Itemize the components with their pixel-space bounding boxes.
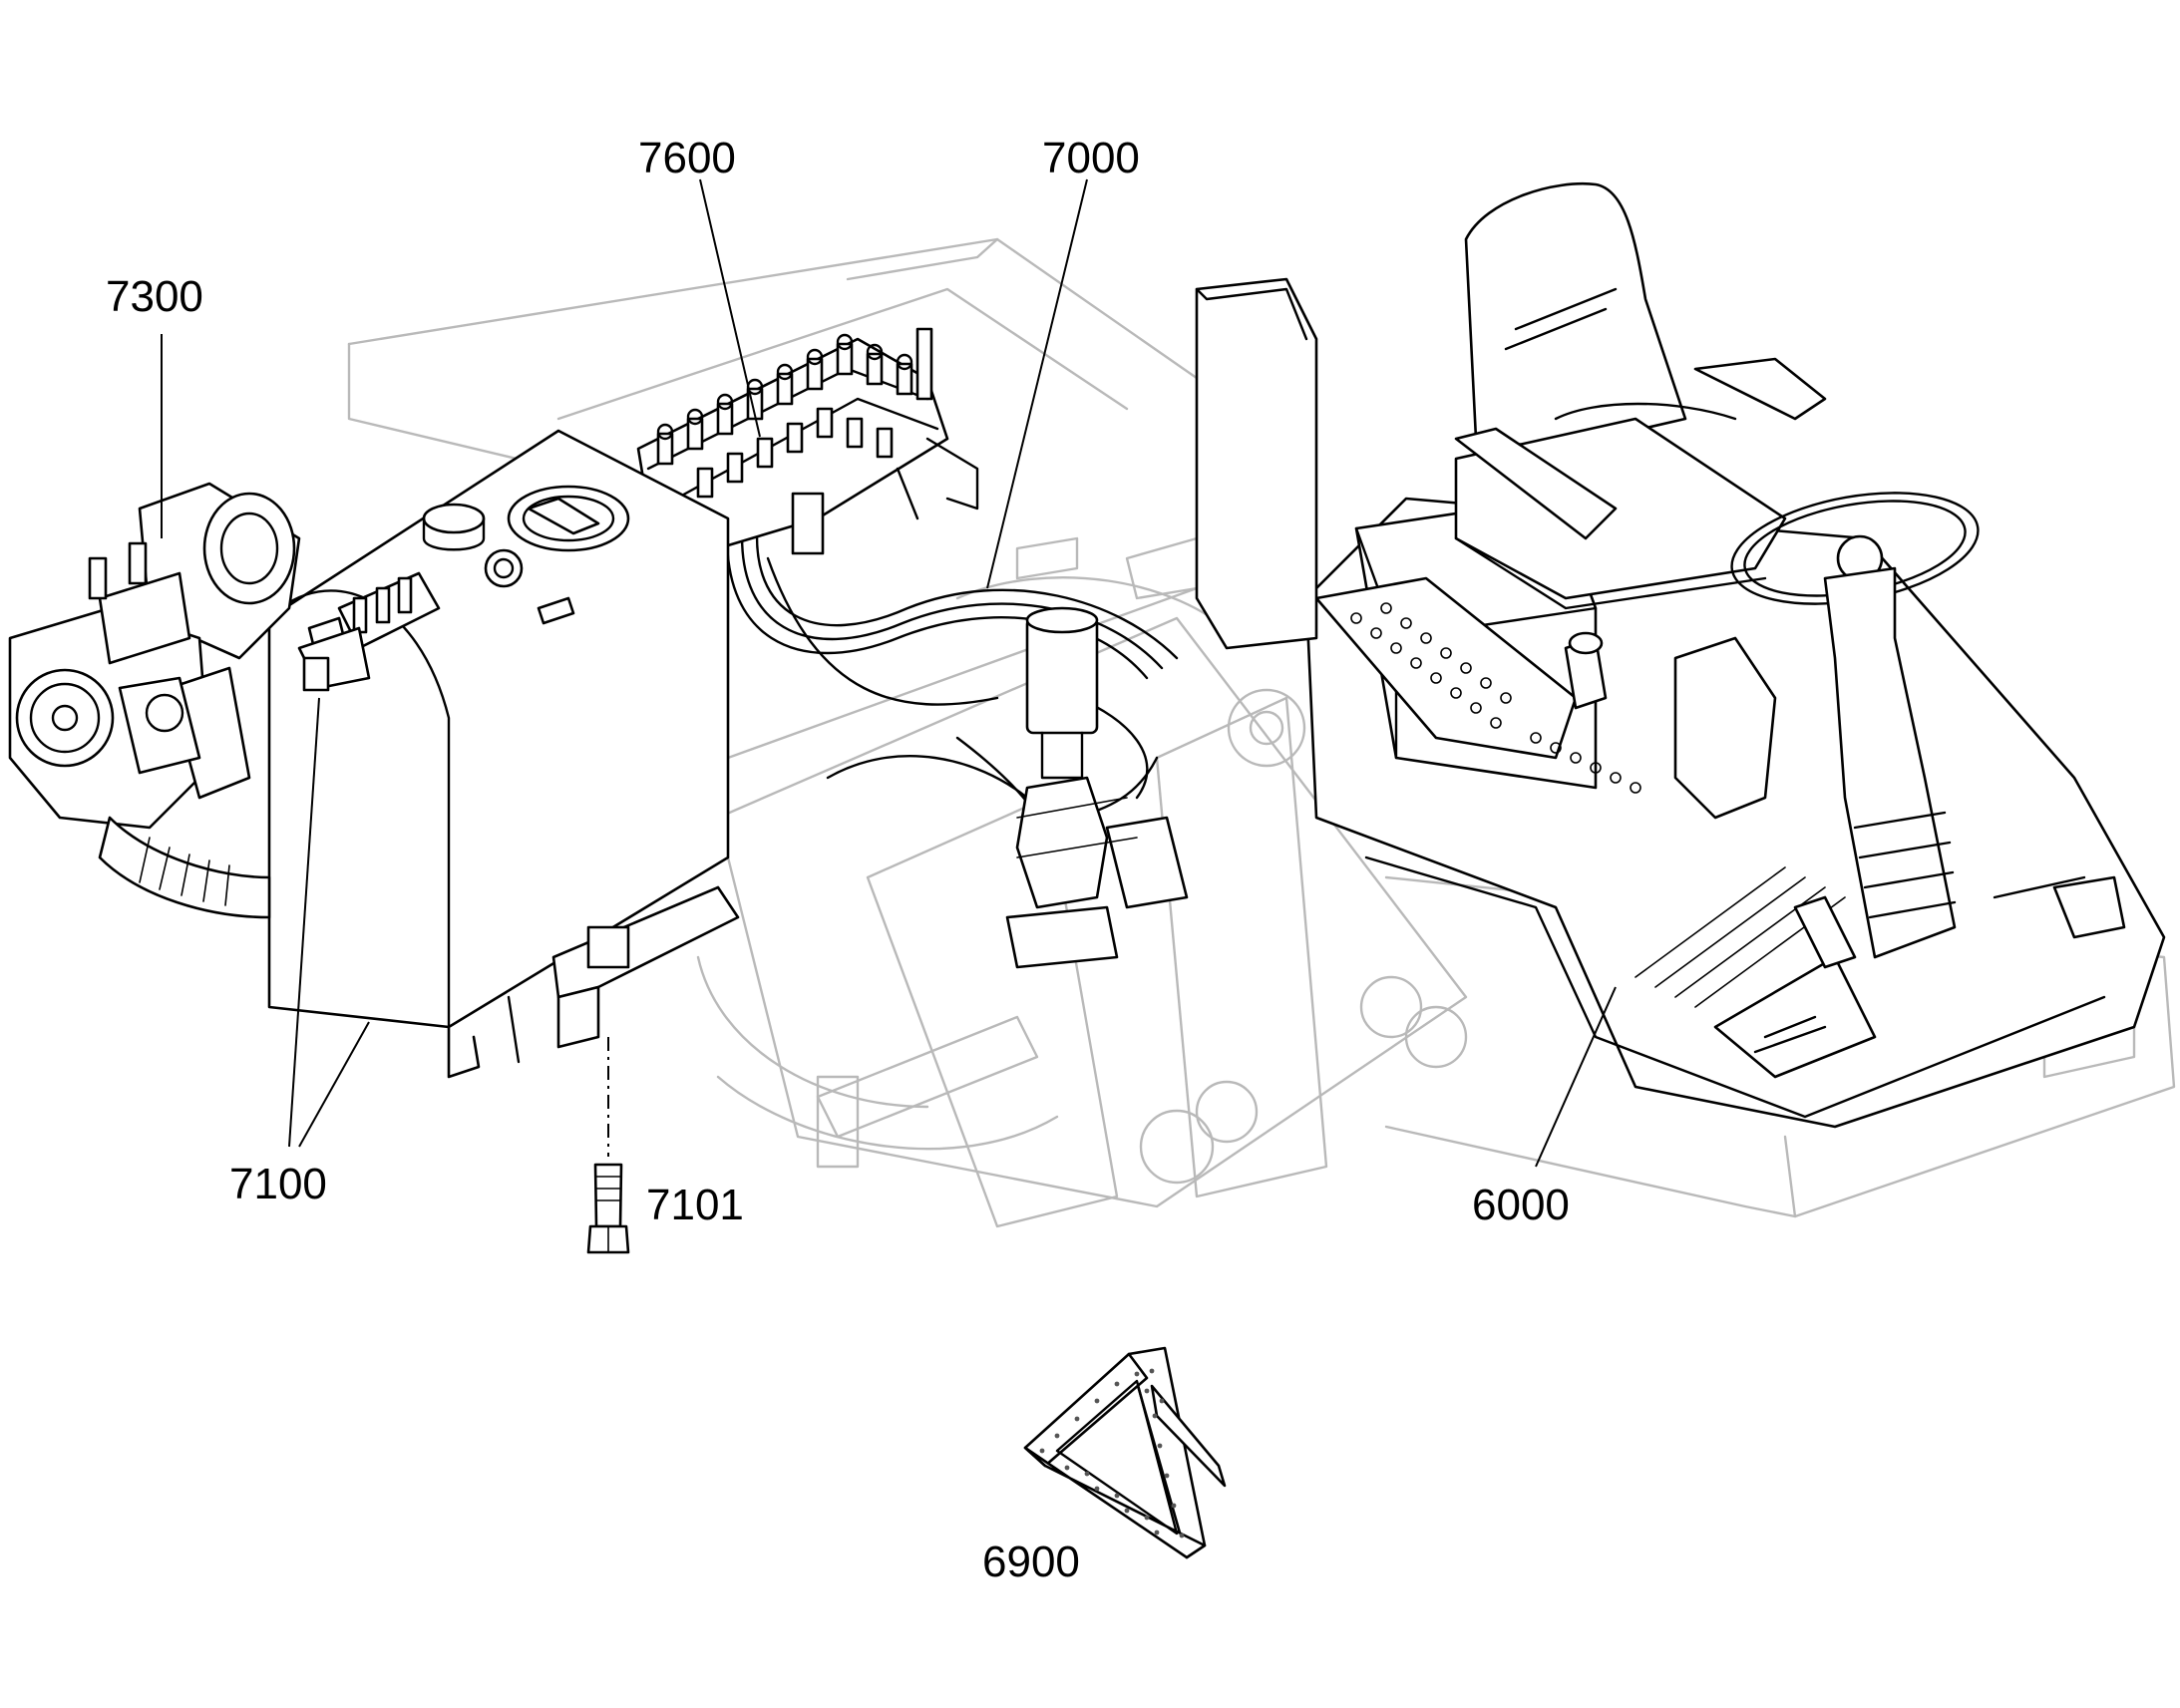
warning-triangle-6900 <box>1023 1346 1227 1559</box>
bolt-7101 <box>586 1037 630 1254</box>
leader-7100-b <box>298 1021 370 1148</box>
pump-assembly-7300 <box>8 482 301 919</box>
callout-6000: 6000 <box>1472 1181 1570 1229</box>
callout-6900: 6900 <box>982 1537 1080 1586</box>
leader-6000 <box>1535 986 1617 1168</box>
leader-7000 <box>986 178 1088 589</box>
callout-7000: 7000 <box>1042 134 1140 182</box>
callout-7300: 7300 <box>106 272 203 321</box>
leader-7100-a <box>288 697 320 1148</box>
callout-7600: 7600 <box>638 134 736 182</box>
callout-7101: 7101 <box>646 1181 744 1229</box>
callout-7100: 7100 <box>229 1160 327 1208</box>
leader-7600 <box>699 178 761 438</box>
leader-lines <box>161 178 1617 1168</box>
hydraulic-tank-7100 <box>267 429 740 1079</box>
operator-platform-6000 <box>1195 181 2166 1129</box>
hose-assembly-7000 <box>725 516 1189 969</box>
